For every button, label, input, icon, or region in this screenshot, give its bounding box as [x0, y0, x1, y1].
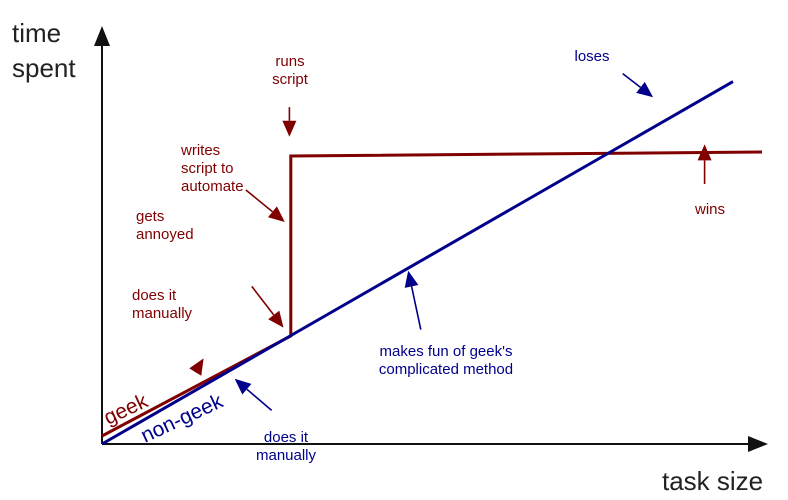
annotation-label-geek-writes-line-1: writes [180, 142, 220, 159]
annotation-arrowhead-nongeek-loses [636, 81, 654, 98]
annotation-arrowhead-geek-wins [697, 144, 712, 161]
annotation-label-geek-runs-line-1: runs [275, 53, 304, 70]
annotation-label-geek-writes-line-2: script to [181, 160, 234, 177]
annotation-label-nongeek-fun-line-1: makes fun of geek's [380, 343, 513, 360]
annotation-arrow-geek-annoyed [251, 285, 275, 316]
annotation-label-geek-manual-line-1: does it [132, 287, 177, 304]
axes [94, 26, 768, 452]
y-axis-title-line-1: time [12, 18, 61, 48]
annotation-label-geek-annoyed-line-1: gets [136, 208, 164, 225]
annotation-arrowhead-nongeek-manual [234, 378, 252, 395]
annotation-label-geek-runs-line-2: script [272, 71, 309, 88]
annotation-label-geek-writes-line-3: automate [181, 178, 244, 195]
y-axis-title-line-2: spent [12, 53, 76, 83]
annotation-arrow-nongeek-fun [410, 286, 422, 330]
annotation-label-nongeek-manual-line-2: manually [256, 447, 317, 464]
annotation-label-nongeek-manual-line-1: does it [264, 429, 309, 446]
series-line-geek [101, 150, 763, 438]
annotation-label-nongeek-loses-line-1: loses [574, 48, 609, 65]
annotation-arrow-nongeek-manual [246, 388, 273, 412]
annotation-label-nongeek-fun-line-2: complicated method [379, 361, 513, 378]
annotation-arrowhead-geek-writes [268, 206, 285, 222]
y-axis-arrowhead [94, 26, 110, 46]
annotation-label-geek-annoyed-line-2: annoyed [136, 226, 194, 243]
annotation-arrow-geek-writes [245, 189, 274, 213]
annotation-arrowhead-nongeek-fun [404, 270, 419, 288]
annotation-arrowhead-geek-manual [189, 358, 204, 376]
annotation-label-geek-manual-line-2: manually [132, 305, 193, 322]
x-axis-arrowhead [748, 436, 768, 452]
annotation-arrowhead-geek-runs [282, 120, 297, 137]
annotation-label-geek-wins-line-1: wins [694, 201, 725, 218]
x-axis-title: task size [662, 466, 763, 496]
series-line-non-geek [101, 80, 734, 446]
annotation-arrow-nongeek-loses [622, 72, 641, 89]
series-layer [101, 80, 763, 446]
annotation-arrowhead-geek-annoyed [268, 310, 284, 328]
